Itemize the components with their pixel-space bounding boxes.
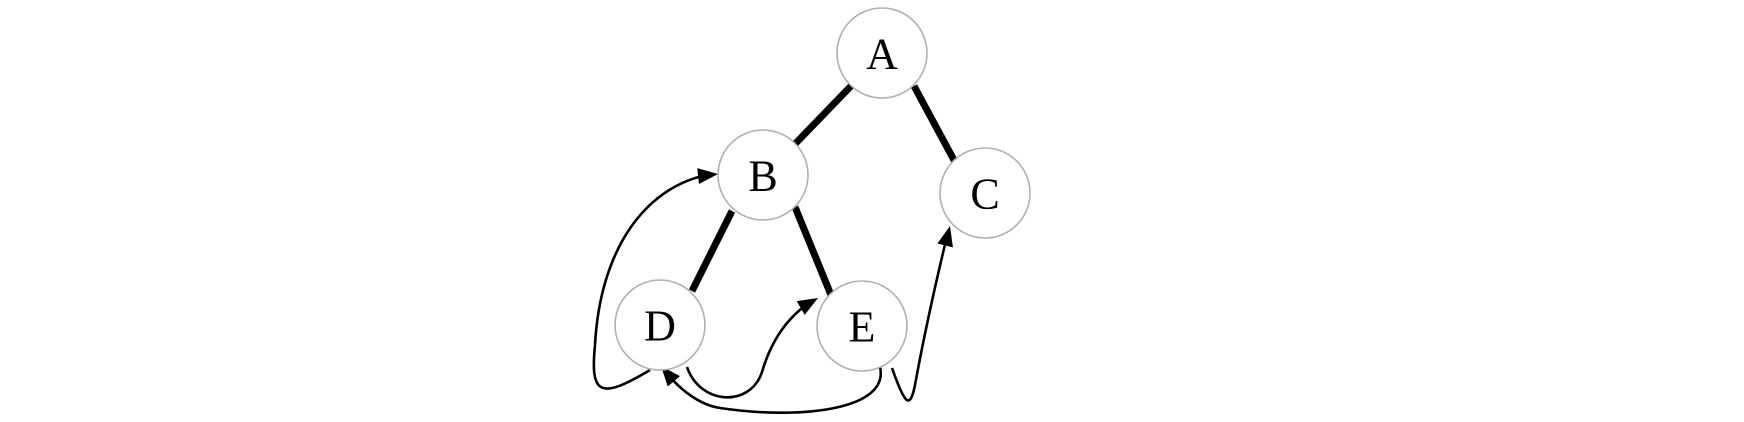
- node-circle-b[interactable]: [717, 129, 809, 221]
- graph-node-a[interactable]: A: [836, 7, 928, 99]
- graph-node-e[interactable]: E: [816, 280, 908, 372]
- arc-edge-path-e-c: [890, 231, 950, 402]
- tree-edge-layer: [688, 83, 959, 297]
- node-circle-a[interactable]: [836, 7, 928, 99]
- node-circle-d[interactable]: [614, 279, 706, 371]
- node-label-a: A: [866, 30, 898, 79]
- arc-edge-d-e: [685, 298, 818, 399]
- node-layer: A B C D E: [614, 7, 1031, 372]
- arc-edge-path-d-e: [685, 299, 813, 399]
- tree-edge-b-e: [791, 205, 835, 297]
- tree-edge-a-c: [910, 84, 959, 164]
- arc-edge-path-e-d: [664, 366, 882, 414]
- graph-node-b[interactable]: B: [717, 129, 809, 221]
- arc-edge-e-c: [890, 226, 953, 402]
- node-label-b: B: [748, 152, 777, 201]
- arrow-head-d-e: [796, 298, 818, 315]
- graph-node-c[interactable]: C: [939, 147, 1031, 239]
- tree-edge-b-d: [688, 209, 736, 293]
- node-circle-c[interactable]: [939, 147, 1031, 239]
- arrow-head-d-b: [697, 168, 718, 185]
- node-label-c: C: [970, 170, 999, 219]
- node-label-d: D: [644, 302, 676, 351]
- arc-edge-layer: [592, 168, 953, 414]
- arrow-head-e-c: [937, 226, 953, 248]
- arrow-head-e-d: [661, 366, 680, 387]
- tree-edge-a-b: [792, 83, 854, 147]
- graph-node-d[interactable]: D: [614, 279, 706, 371]
- arc-edge-e-d: [661, 366, 882, 414]
- arc-edge-path-d-b: [592, 172, 713, 390]
- node-label-e: E: [849, 303, 876, 352]
- arc-edge-d-b: [592, 168, 718, 390]
- node-circle-e[interactable]: [816, 280, 908, 372]
